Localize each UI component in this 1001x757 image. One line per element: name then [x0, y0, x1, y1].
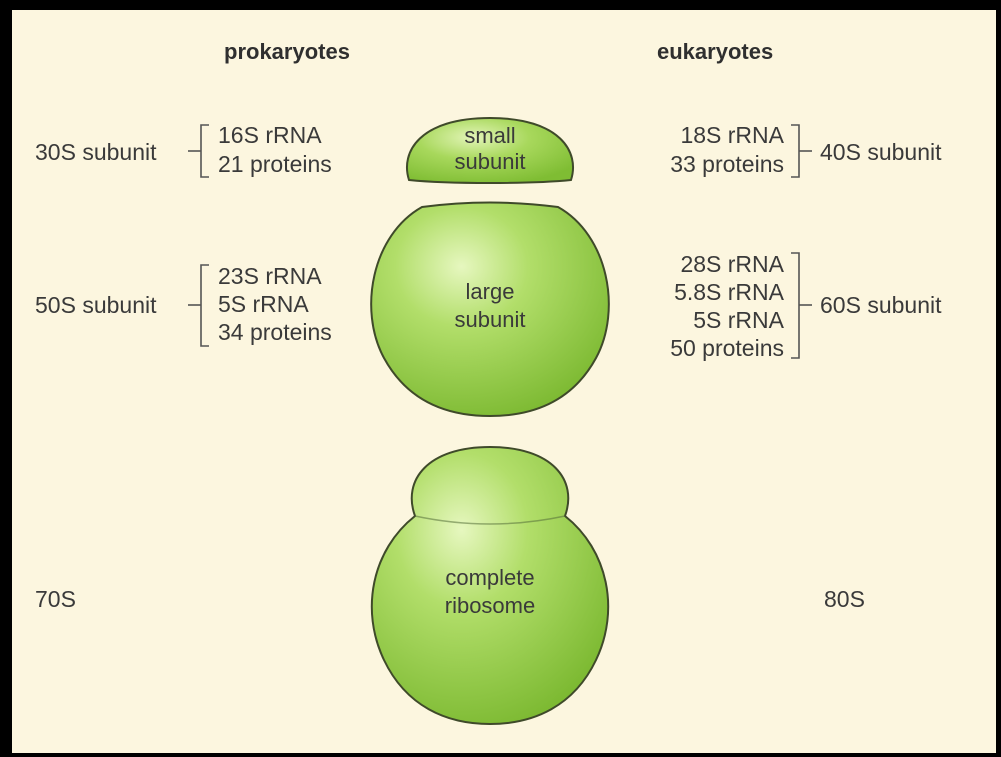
prok-small-component: 21 proteins	[218, 151, 332, 177]
bracket-30s	[200, 124, 209, 178]
large-subunit-label-line: large	[465, 279, 515, 304]
prok-large-component: 5S rRNA	[218, 291, 309, 317]
small-subunit-label-line: small	[464, 123, 516, 148]
bracket-40s	[791, 124, 800, 178]
complete-ribosome-shape	[370, 445, 610, 726]
large-subunit-shape	[370, 201, 610, 418]
large-subunit-label-line: subunit	[454, 307, 526, 332]
bracket-50s	[200, 264, 209, 347]
small-subunit-label-line: subunit	[454, 149, 526, 174]
euk-large-subunit-label: 60S subunit	[820, 292, 942, 318]
prokaryote-brackets	[188, 124, 209, 347]
euk-large-component: 5S rRNA	[693, 307, 784, 333]
eukaryote-brackets	[791, 124, 812, 359]
euk-large-component: 5.8S rRNA	[674, 279, 784, 305]
prok-complete-label: 70S	[35, 586, 76, 612]
euk-small-component: 18S rRNA	[680, 122, 784, 148]
ribosome-subunit-interface	[414, 515, 566, 525]
diagram-graphics	[188, 116, 812, 726]
euk-small-subunit-label: 40S subunit	[820, 139, 942, 165]
prok-small-subunit-label: 30S subunit	[35, 139, 157, 165]
prok-small-component: 16S rRNA	[218, 122, 322, 148]
prokaryotes-header: prokaryotes	[224, 39, 350, 64]
complete-ribosome-label-line: complete	[445, 565, 535, 590]
prok-large-subunit-label: 50S subunit	[35, 292, 157, 318]
eukaryotes-header: eukaryotes	[657, 39, 774, 64]
complete-ribosome-label-line: ribosome	[444, 593, 536, 618]
euk-small-component: 33 proteins	[670, 151, 784, 177]
euk-large-component: 28S rRNA	[680, 251, 784, 277]
euk-large-component: 50 proteins	[670, 335, 784, 361]
bracket-60s	[791, 252, 800, 359]
euk-complete-label: 80S	[824, 586, 865, 612]
prok-large-component: 34 proteins	[218, 319, 332, 345]
diagram-panel: prokaryotes eukaryotes 30S subunit 16S r…	[12, 10, 996, 753]
small-subunit-shape	[406, 116, 574, 184]
prok-large-component: 23S rRNA	[218, 263, 322, 289]
